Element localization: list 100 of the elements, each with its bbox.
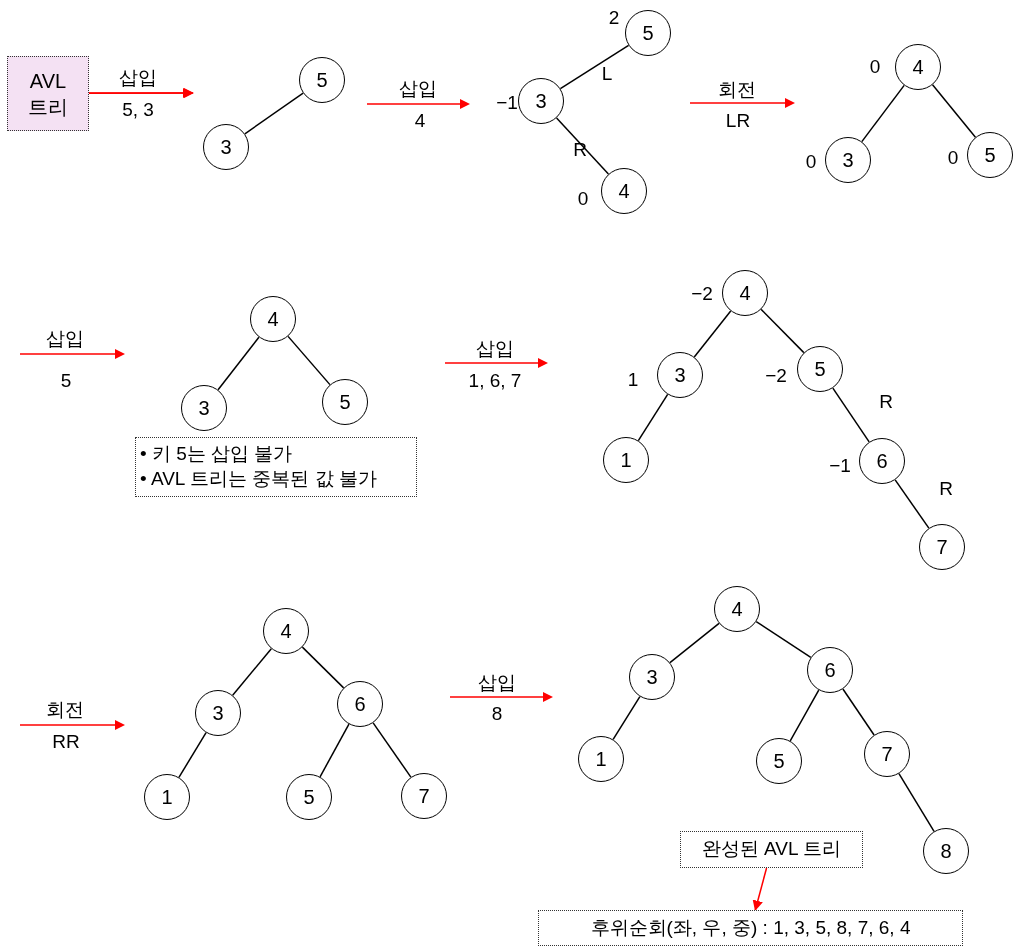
tree-branch	[842, 688, 875, 736]
tree-node-circle	[864, 731, 910, 777]
note-box	[135, 437, 417, 497]
tree-node-circle	[603, 437, 649, 483]
balance-factor: 0	[869, 56, 881, 76]
tree-node-circle	[807, 647, 853, 693]
tree-node-circle	[250, 296, 296, 342]
tree-node-circle	[337, 681, 383, 727]
node-key: 6	[876, 448, 888, 474]
node-key: 5	[814, 356, 826, 382]
tree-node-circle	[195, 690, 241, 736]
balance-factor: −1	[496, 92, 518, 112]
node-key: 4	[739, 280, 751, 306]
node-key: 4	[280, 618, 292, 644]
node-key: 3	[198, 395, 210, 421]
note-text: 후위순회(좌, 우, 중) : 1, 3, 5, 8, 7, 6, 4	[590, 915, 911, 940]
tree-node-circle	[263, 608, 309, 654]
tree-node-circle	[286, 774, 332, 820]
node-key: 3	[674, 362, 686, 388]
tree-node-circle	[756, 738, 802, 784]
node-key: 4	[267, 306, 279, 332]
tree-branch	[861, 84, 905, 143]
tree-branch	[231, 647, 273, 697]
note-text: 완성된 AVL 트리	[701, 837, 842, 862]
operation-label: RR	[52, 731, 80, 751]
node-key: 5	[339, 389, 351, 415]
node-key: 5	[773, 748, 785, 774]
tree-branch	[244, 92, 304, 135]
tree-branch	[832, 387, 870, 443]
edge-label: R	[879, 391, 893, 411]
tree-node-circle	[401, 773, 447, 819]
tree-node-circle	[144, 774, 190, 820]
operation-label: 삽입	[476, 338, 514, 358]
node-key: 3	[212, 700, 224, 726]
arrow	[752, 867, 768, 911]
tree-branch	[178, 731, 207, 779]
operation-label: 삽입	[119, 67, 157, 87]
node-key: 4	[618, 178, 630, 204]
tree-node-circle	[825, 137, 871, 183]
operation-label: 삽입	[478, 672, 516, 692]
node-key: 5	[316, 67, 328, 93]
operation-label: 4	[414, 110, 426, 130]
tree-branch	[612, 695, 641, 741]
tree-node-circle	[714, 586, 760, 632]
node-key: 3	[646, 664, 658, 690]
operation-label: 회전	[46, 699, 84, 719]
node-key: 1	[595, 746, 607, 772]
node-key: 1	[161, 784, 173, 810]
tree-branch	[319, 723, 350, 778]
tree-node-circle	[203, 124, 249, 170]
operation-label: 삽입	[399, 78, 437, 98]
note-text: • 키 5는 삽입 불가	[140, 442, 293, 467]
tree-branch	[760, 308, 805, 354]
node-key: 3	[535, 88, 547, 114]
node-key: 6	[354, 691, 366, 717]
operation-label: 회전	[718, 79, 756, 99]
edge-label: R	[573, 139, 587, 159]
tree-node-circle	[299, 57, 345, 103]
note-box	[680, 831, 863, 868]
balance-factor: −2	[765, 365, 787, 385]
tree-node-circle	[518, 78, 564, 124]
balance-factor: 0	[577, 188, 589, 208]
tree-node-circle	[859, 438, 905, 484]
balance-factor: −1	[829, 455, 851, 475]
node-key: 7	[936, 534, 948, 560]
edge-label: L	[601, 63, 613, 83]
title-box	[7, 56, 89, 131]
note-text: AVL 트리	[27, 68, 69, 120]
tree-branch	[755, 620, 812, 659]
tree-branch	[555, 117, 610, 175]
tree-branch	[669, 622, 720, 664]
tree-node-circle	[722, 270, 768, 316]
tree-branch	[894, 479, 930, 529]
node-key: 8	[940, 838, 952, 864]
tree-branch	[931, 84, 977, 138]
node-key: 4	[731, 596, 743, 622]
node-key: 1	[620, 447, 632, 473]
operation-label: 1, 6, 7	[468, 370, 522, 390]
tree-branch	[898, 772, 935, 833]
node-key: 3	[842, 147, 854, 173]
tree-node-circle	[601, 168, 647, 214]
tree-node-circle	[919, 524, 965, 570]
tree-node-circle	[923, 828, 969, 874]
tree-node-circle	[578, 736, 624, 782]
balance-factor: 0	[947, 147, 959, 167]
balance-factor: 2	[608, 7, 620, 27]
node-key: 6	[824, 657, 836, 683]
tree-branch	[372, 722, 412, 778]
note-box	[538, 910, 963, 946]
node-key: 7	[418, 783, 430, 809]
node-key: 5	[984, 142, 996, 168]
operation-label: LR	[725, 110, 751, 130]
tree-node-circle	[895, 44, 941, 90]
tree-branch	[693, 310, 732, 358]
operation-label: 8	[491, 703, 503, 723]
tree-node-circle	[181, 385, 227, 431]
operation-label: 5, 3	[122, 99, 154, 119]
tree-branch	[559, 44, 630, 90]
tree-branch	[789, 689, 820, 742]
node-key: 5	[303, 784, 315, 810]
